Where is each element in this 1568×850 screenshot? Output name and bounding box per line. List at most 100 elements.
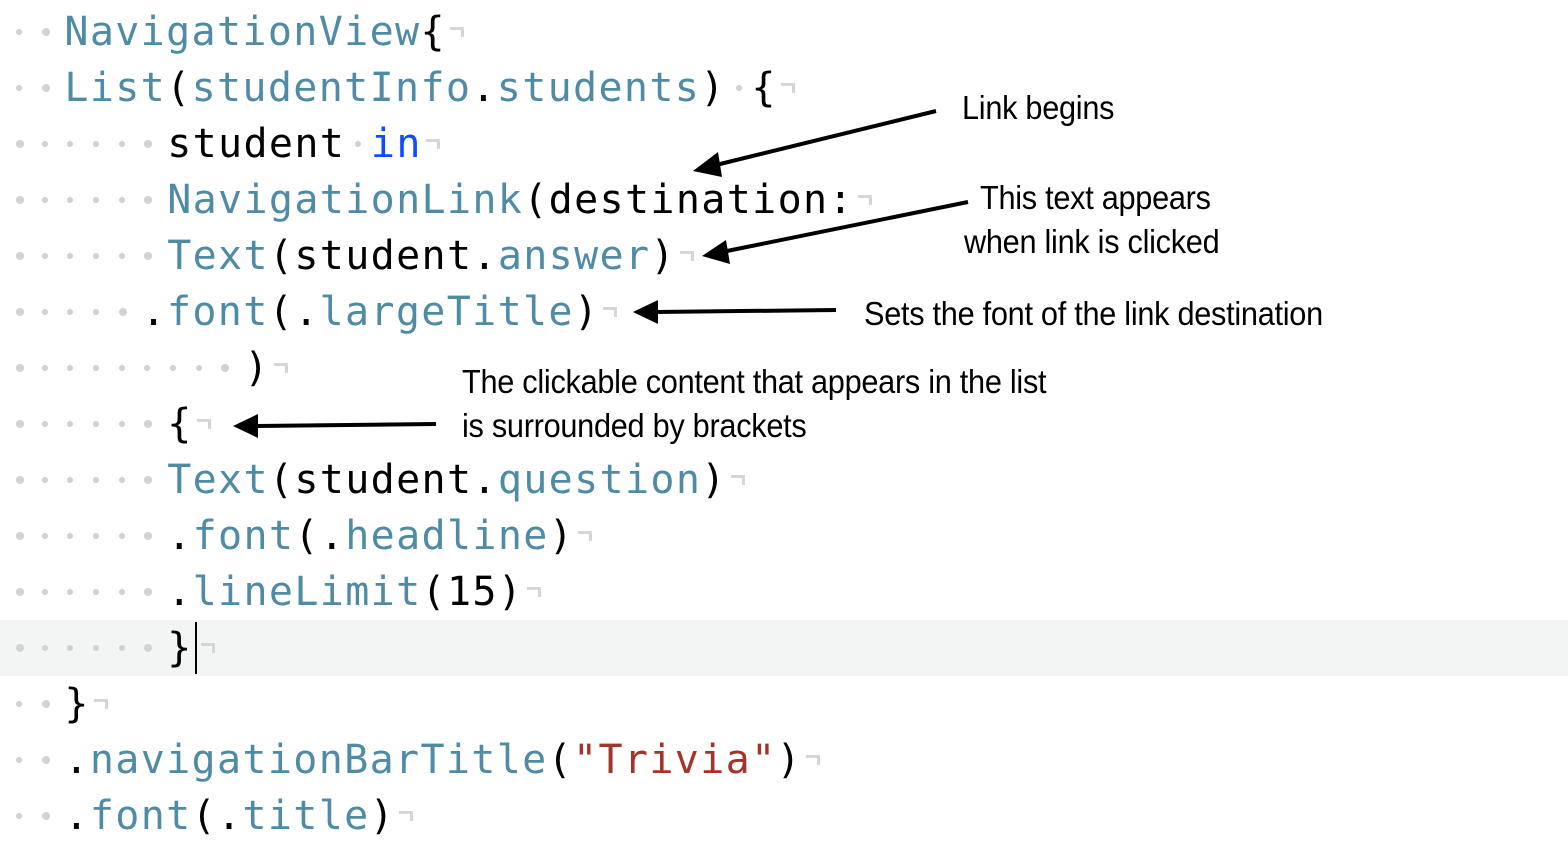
space-dot-icon — [144, 420, 153, 428]
code-token: lineLimit — [192, 569, 422, 615]
annotation-text-appears-line2: when link is clicked — [964, 223, 1220, 260]
space-dot-icon — [144, 365, 151, 371]
code-line[interactable]: } — [0, 620, 1568, 676]
code-text: .lineLimit(15) — [167, 564, 542, 620]
space-dot-icon — [15, 29, 22, 35]
code-token: { — [167, 401, 193, 447]
space-dot-icon — [118, 421, 125, 427]
space-dot-icon — [92, 309, 99, 315]
code-line[interactable]: Text(student.question) — [0, 452, 1568, 508]
space-dot-icon — [41, 309, 48, 315]
space-dot-icon — [15, 252, 24, 260]
space-dot-icon — [15, 532, 24, 540]
return-mark-icon — [425, 139, 440, 153]
return-mark-icon — [196, 419, 211, 433]
space-dot-icon — [15, 701, 22, 707]
space-dot-icon — [15, 308, 24, 316]
code-line[interactable]: student in — [0, 116, 1568, 172]
code-text: Text(student.question) — [167, 452, 745, 508]
code-line[interactable]: .navigationBarTitle("Trivia") — [0, 732, 1568, 788]
space-dot-icon — [41, 589, 48, 595]
space-dot-icon — [92, 421, 99, 427]
return-mark-icon — [578, 531, 593, 545]
code-line[interactable]: .font(.headline) — [0, 508, 1568, 564]
return-mark-icon — [780, 83, 795, 97]
space-dot-icon — [92, 141, 99, 147]
space-dot-icon — [67, 253, 74, 259]
code-line[interactable]: List(studentInfo.students){ — [0, 60, 1568, 116]
code-text: ) — [244, 340, 288, 396]
space-dot-icon — [15, 813, 22, 819]
space-dot-icon — [118, 589, 125, 595]
space-dot-icon — [144, 532, 153, 540]
code-token: ( — [547, 737, 574, 783]
code-line[interactable]: .lineLimit(15) — [0, 564, 1568, 620]
code-line[interactable]: .font(.title) — [0, 788, 1568, 844]
space-dot-icon — [92, 253, 99, 259]
code-token: (. — [191, 793, 243, 839]
space-dot-icon — [15, 757, 22, 763]
code-token: } — [167, 625, 193, 671]
code-token: (. — [268, 289, 320, 335]
code-line[interactable]: ) — [0, 340, 1568, 396]
space-dot-icon — [15, 476, 24, 484]
code-token: ) — [244, 345, 270, 391]
space-dot-icon — [41, 756, 50, 764]
code-text: .font(.headline) — [167, 508, 593, 564]
space-dot-icon — [118, 533, 125, 539]
code-token: student — [167, 121, 346, 167]
code-token: headline — [345, 513, 549, 559]
code-line[interactable]: Text(student.answer) — [0, 228, 1568, 284]
code-line[interactable]: NavigationLink(destination: — [0, 172, 1568, 228]
code-token: navigationBarTitle — [89, 737, 548, 783]
code-token: question — [497, 457, 702, 503]
return-mark-icon — [273, 363, 288, 377]
space-dot-icon — [41, 477, 48, 483]
space-dot-icon — [144, 476, 153, 484]
code-token: . — [167, 569, 193, 615]
code-token: } — [64, 681, 90, 727]
code-token: (student. — [268, 233, 498, 279]
code-token: studentInfo — [191, 65, 472, 111]
space-dot-icon — [67, 365, 74, 371]
code-text: } — [167, 620, 215, 676]
code-token: Text — [167, 457, 269, 503]
return-mark-icon — [527, 587, 542, 601]
code-token: (. — [294, 513, 346, 559]
annotation-text-appears-line1: This text appears — [980, 179, 1211, 216]
code-token: NavigationView — [64, 9, 421, 55]
space-dot-icon — [41, 28, 50, 36]
space-dot-icon — [15, 420, 24, 428]
space-dot-icon — [15, 85, 22, 91]
code-token: ) — [701, 457, 727, 503]
space-dot-icon — [41, 645, 48, 651]
annotation-clickable-line2: is surrounded by brackets — [462, 407, 807, 444]
code-text: .navigationBarTitle("Trivia") — [64, 732, 820, 788]
code-line[interactable]: } — [0, 676, 1568, 732]
code-token: ) — [573, 289, 600, 335]
code-token: . — [167, 513, 193, 559]
code-line[interactable]: NavigationView{ — [0, 4, 1568, 60]
code-text: NavigationLink(destination: — [167, 172, 872, 228]
space-dot-icon — [92, 477, 99, 483]
code-text: .font(.largeTitle) — [142, 284, 618, 340]
space-dot-icon — [92, 645, 99, 651]
space-dot-icon — [144, 140, 153, 148]
code-line[interactable]: .font(.largeTitle) — [0, 284, 1568, 340]
code-token: . — [141, 289, 167, 335]
space-dot-icon — [67, 477, 74, 483]
return-mark-icon — [399, 811, 414, 825]
space-dot-icon — [15, 588, 24, 596]
code-text: Text(student.answer) — [167, 228, 694, 284]
code-line[interactable]: { — [0, 396, 1568, 452]
code-token: in — [370, 121, 422, 167]
space-dot-icon — [41, 253, 48, 259]
space-dot-icon — [92, 365, 99, 371]
code-token: { — [751, 65, 777, 111]
code-token: font — [166, 289, 269, 335]
code-token: title — [242, 793, 370, 839]
text-cursor — [194, 622, 197, 674]
space-dot-icon — [118, 645, 125, 651]
space-dot-icon — [92, 197, 99, 203]
code-token: (15) — [421, 569, 524, 615]
